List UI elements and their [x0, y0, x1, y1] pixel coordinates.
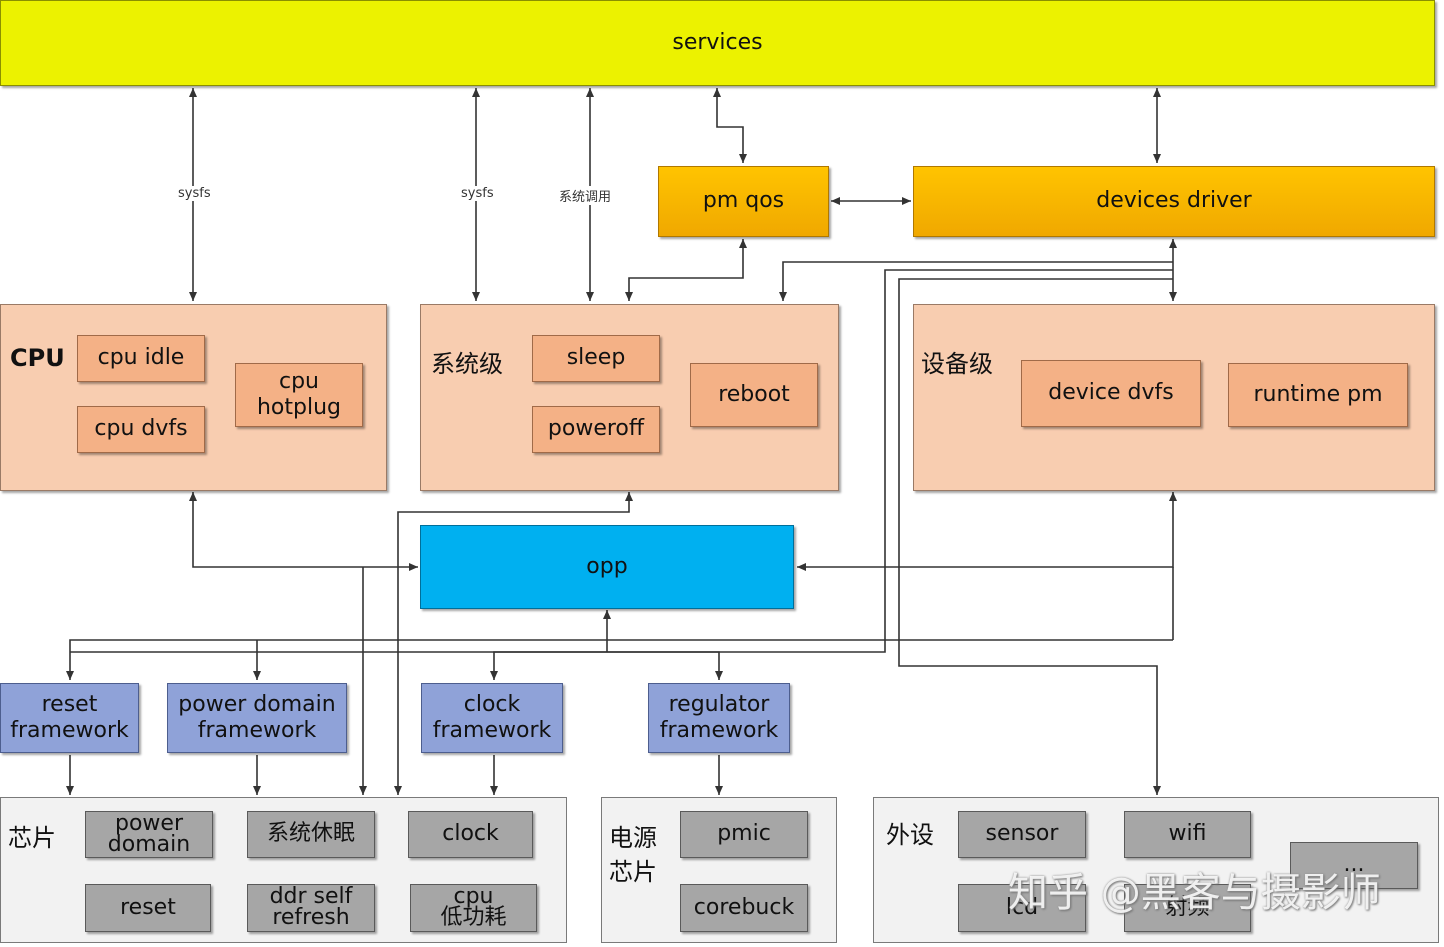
sensor-box: sensor — [958, 811, 1086, 858]
poweroff-label: poweroff — [547, 416, 645, 442]
peripheral-group-title: 外设 — [886, 821, 934, 849]
reset-framework-label-2: framework — [10, 718, 129, 743]
reset-framework-label-1: reset — [41, 691, 98, 717]
cpu-hotplug-label-2: hotplug — [256, 395, 341, 420]
services-label: services — [672, 29, 763, 55]
more-peripherals-label: ... — [1343, 852, 1365, 878]
chip-group-title: 芯片 — [8, 824, 56, 852]
watermark: 知乎 @黑客与摄影师 — [1008, 870, 1381, 916]
services-box: services — [0, 0, 1435, 86]
lcd-box: lcd — [958, 884, 1086, 932]
clock-chip-box: clock — [408, 811, 533, 858]
power-domain-framework-label-2: framework — [197, 718, 317, 743]
edge-label-syscall: 系统调用 — [558, 186, 613, 205]
corebuck-box: corebuck — [680, 884, 808, 932]
device-dvfs-box: device dvfs — [1021, 360, 1201, 427]
cpu-dvfs-label: cpu dvfs — [94, 416, 188, 442]
regulator-framework-label-1: regulator — [668, 691, 770, 717]
pmic-label: pmic — [717, 821, 771, 847]
reset-chip-label: reset — [120, 894, 176, 920]
wifi-box: wifi — [1124, 811, 1251, 858]
reboot-label: reboot — [718, 381, 790, 407]
ddr-self-refresh-label-1: ddr self — [269, 884, 353, 910]
device-level-title: 设备级 — [921, 350, 993, 378]
sensor-label: sensor — [985, 821, 1059, 847]
poweroff-box: poweroff — [532, 406, 660, 453]
opp-label: opp — [586, 553, 628, 579]
sleep-box: sleep — [532, 335, 660, 382]
cpu-low-power-label-2: 低功耗 — [440, 905, 507, 930]
runtime-pm-box: runtime pm — [1228, 363, 1408, 427]
edge-label-sysfs-sys: sysfs — [460, 186, 495, 201]
device-dvfs-label: device dvfs — [1048, 380, 1174, 406]
devices-driver-label: devices driver — [1096, 188, 1252, 214]
sleep-label: sleep — [566, 345, 626, 371]
cpu-idle-label: cpu idle — [97, 345, 185, 371]
clock-framework-label-1: clock — [463, 691, 521, 717]
power-chip-title-1: 电源 — [609, 824, 657, 852]
pm-qos-label: pm qos — [702, 188, 785, 214]
system-level-title: 系统级 — [431, 350, 503, 378]
cpu-group-title: CPU — [10, 344, 65, 372]
cpu-dvfs-box: cpu dvfs — [77, 406, 205, 453]
edge-label-sysfs-cpu: sysfs — [177, 186, 212, 201]
ddr-self-refresh-label-2: refresh — [272, 905, 350, 930]
devices-driver-box: devices driver — [913, 166, 1435, 237]
rf-label: 射频 — [1165, 894, 1210, 920]
clock-framework-label-2: framework — [432, 718, 552, 743]
lcd-label: lcd — [1005, 894, 1039, 920]
cpu-idle-box: cpu idle — [77, 335, 205, 382]
opp-box: opp — [420, 525, 794, 609]
regulator-framework-label-2: framework — [659, 718, 779, 743]
system-sleep-label: 系统休眠 — [266, 821, 355, 847]
cpu-hotplug-label-1: cpu — [278, 368, 319, 394]
power-domain-chip-label-1: power — [115, 810, 183, 836]
power-domain-framework-label-1: power domain — [178, 691, 336, 717]
corebuck-label: corebuck — [693, 894, 795, 920]
reboot-box: reboot — [690, 363, 818, 427]
cpu-low-power-label-1: cpu — [453, 884, 494, 910]
pmic-box: pmic — [680, 811, 808, 858]
more-peripherals-box: ... — [1290, 842, 1418, 889]
reset-chip-box: reset — [85, 884, 211, 932]
system-sleep-box: 系统休眠 — [247, 811, 375, 858]
runtime-pm-label: runtime pm — [1253, 381, 1383, 407]
power-chip-title-2: 芯片 — [609, 858, 657, 886]
clock-chip-label: clock — [442, 821, 499, 847]
pm-qos-box: pm qos — [658, 166, 829, 237]
wifi-label: wifi — [1168, 821, 1207, 847]
rf-box: 射频 — [1124, 884, 1251, 932]
power-domain-chip-label-2: domain — [107, 831, 191, 857]
